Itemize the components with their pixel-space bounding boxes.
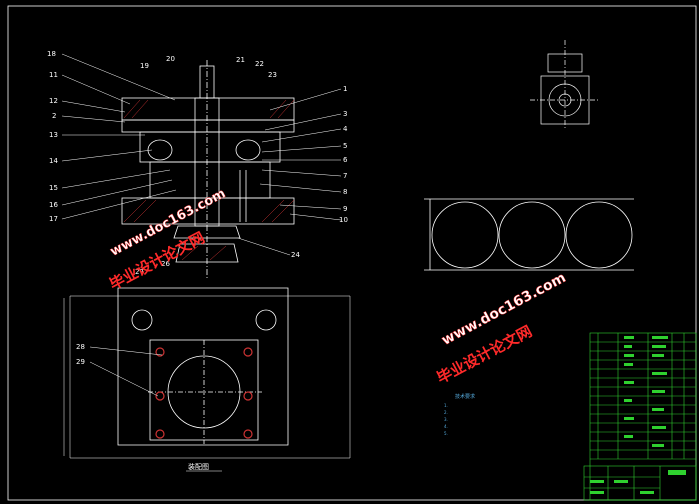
section-hatching: [123, 99, 295, 261]
part-number: 20: [166, 55, 175, 63]
tech-requirements-title: 技术要求: [455, 393, 475, 400]
title-block: [583, 332, 697, 501]
part-number: 29: [76, 358, 85, 366]
part-numbers-bottom: 24 26 27: [135, 251, 300, 276]
part-number: 27: [135, 268, 144, 276]
part-number: 5: [343, 142, 347, 150]
part-number: 11: [49, 71, 58, 79]
drawing-border: [7, 5, 697, 501]
tech-requirement-item: 5.: [444, 431, 448, 436]
assembly-section-view: [121, 60, 295, 280]
part-number: 1: [343, 85, 347, 93]
part-number: 6: [343, 156, 348, 164]
part-number: 28: [76, 343, 85, 351]
plan-view-title: 装配图: [188, 462, 209, 471]
part-number: 22: [255, 60, 264, 68]
part-number: 12: [49, 97, 58, 105]
plan-leaders: [89, 346, 163, 397]
part-number: 24: [291, 251, 300, 259]
watermark-group-right: 毕业设计论文网 www.doc163.com: [434, 270, 569, 388]
part-number: 19: [140, 62, 149, 70]
plan-view-bolts: [155, 347, 253, 439]
part-number: 17: [49, 215, 58, 223]
part-number: 9: [343, 205, 347, 213]
tech-requirement-item: 1.: [444, 403, 448, 408]
title-block-marks: [590, 336, 686, 494]
part-number: 8: [343, 188, 347, 196]
part-number: 26: [161, 260, 170, 268]
part-number: 3: [343, 110, 347, 118]
part-number: 7: [343, 172, 347, 180]
part-number: 13: [49, 131, 58, 139]
part-number: 15: [49, 184, 58, 192]
part-number: 16: [49, 201, 58, 209]
watermark-group-left: 毕业设计论文网 www.doc163.com: [106, 186, 228, 294]
technical-requirements: 技术要求 1. 2. 3. 4. 5.: [444, 393, 475, 436]
part-number: 2: [52, 112, 56, 120]
strip-layout: [424, 198, 634, 271]
part-numbers-left: 18 11 12 2 13 14 15 16 17: [47, 50, 58, 223]
part-numbers-right: 1 3 4 5 6 7 8 9 10: [339, 85, 348, 224]
plan-view: [63, 287, 351, 459]
detail-view: [530, 40, 600, 128]
part-number: 10: [339, 216, 348, 224]
tech-requirement-item: 2.: [444, 410, 448, 415]
tech-requirement-item: 4.: [444, 424, 448, 429]
part-number: 21: [236, 56, 245, 64]
part-number: 4: [343, 125, 348, 133]
part-numbers-top: 20 19 21 22 23: [140, 55, 277, 79]
part-number: 18: [47, 50, 56, 58]
part-number: 14: [49, 157, 58, 165]
tech-requirement-item: 3.: [444, 417, 448, 422]
leader-lines: [61, 53, 342, 256]
part-number: 23: [268, 71, 277, 79]
